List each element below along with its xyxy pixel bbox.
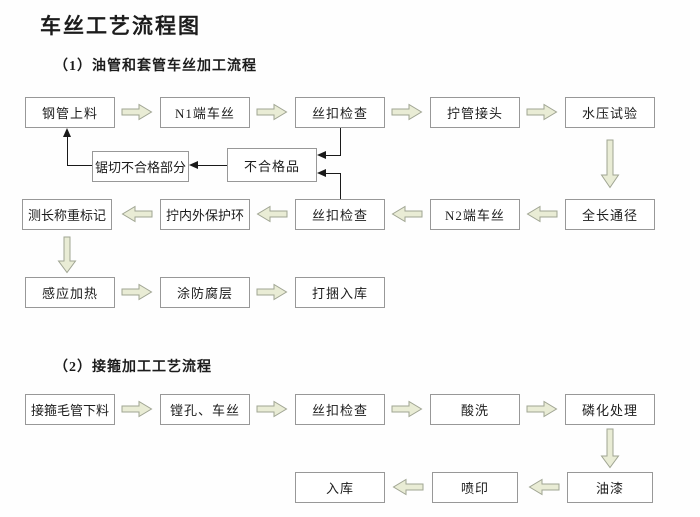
node-full-length-drift: 全长通径 [565,199,655,230]
flow-arrow-down-icon [600,139,620,189]
connector-arrowhead-left-icon [317,169,326,177]
flow-arrow-right-icon [256,103,288,121]
flow-arrow-right-icon [391,400,423,418]
connector-line [340,128,341,156]
flow-arrow-left-icon [121,205,153,223]
section1-heading: （1）油管和套管车丝加工流程 [54,59,257,74]
connector-line [326,155,341,156]
flow-arrow-right-icon [526,400,558,418]
node-protect-ring: 拧内外保护环 [160,199,250,230]
connector-line [67,136,68,166]
flow-arrow-down-icon [600,428,620,469]
node-thread-check-1: 丝扣检查 [295,97,385,128]
flow-arrow-right-icon [256,283,288,301]
flow-arrow-left-icon [526,205,558,223]
node-reject-product: 不合格品 [227,148,317,182]
node-paint: 油漆 [567,472,653,503]
connector-arrowhead-up-icon [63,128,71,137]
connector-line [340,173,341,199]
flow-arrow-right-icon [121,283,153,301]
node-thread-check-2: 丝扣检查 [295,199,385,230]
connector-line [67,165,92,166]
node-n2-threading: N2端车丝 [430,199,520,230]
flow-arrow-left-icon [391,205,423,223]
node-induction-heating: 感应加热 [25,277,115,308]
node-storage: 入库 [295,472,385,503]
node-steel-pipe-feed: 钢管上料 [25,97,115,128]
flow-arrow-left-icon [528,478,560,496]
flow-arrow-right-icon [121,400,153,418]
node-phosphating: 磷化处理 [565,394,655,425]
node-n1-threading: N1端车丝 [160,97,250,128]
section2-heading: （2）接箍加工工艺流程 [54,360,212,375]
node-thread-check-3: 丝扣检查 [295,394,385,425]
flow-arrow-right-icon [256,400,288,418]
page-title: 车丝工艺流程图 [40,14,201,38]
connector-arrowhead-left-icon [317,151,326,159]
node-hydro-test: 水压试验 [565,97,655,128]
flow-arrow-right-icon [391,103,423,121]
connector-line [198,165,227,166]
flow-arrow-left-icon [392,478,424,496]
node-bundle-storage: 打捆入库 [295,277,385,308]
node-saw-cut-reject: 锯切不合格部分 [92,151,189,182]
flow-arrow-down-icon [57,236,77,274]
node-coupling-blank-feed: 接箍毛管下料 [25,394,115,425]
node-acid-wash: 酸洗 [430,394,520,425]
flow-arrow-right-icon [121,103,153,121]
node-measure-weigh-mark: 测长称重标记 [22,199,112,230]
node-boring-threading: 镗孔、车丝 [160,394,250,425]
connector-line [326,173,341,174]
node-tighten-coupling: 拧管接头 [430,97,520,128]
connector-arrowhead-left-icon [189,161,198,169]
node-print-mark: 喷印 [432,472,518,503]
flow-arrow-left-icon [256,205,288,223]
flow-arrow-right-icon [526,103,558,121]
node-anticorrosion-coating: 涂防腐层 [160,277,250,308]
